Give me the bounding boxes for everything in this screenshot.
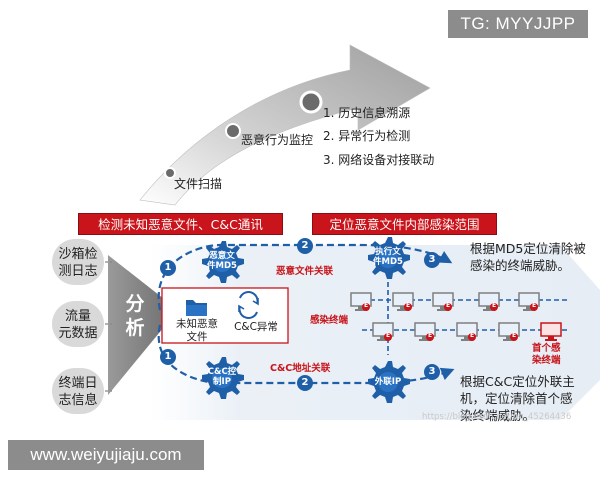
description-md5: 根据MD5定位清除被感染的终端威胁。 [470, 241, 586, 273]
arrow-node-3 [299, 90, 323, 114]
pc-icon: E [392, 292, 414, 318]
analysis-box [161, 287, 289, 344]
unknown-file-label: 未知恶意文件 [176, 318, 218, 343]
step-number-bottom-2: 2 [301, 377, 309, 388]
gear-label-outbound-ip: 外联IP [374, 377, 402, 387]
step-circles [160, 238, 440, 391]
source-endpoint-log: 终端日志信息 [52, 368, 104, 414]
pc-icon: E [478, 292, 500, 318]
infection-marker: E [531, 302, 537, 309]
pc-icon: E [518, 292, 540, 318]
infection-marker: E [363, 302, 369, 309]
analysis-label: 分析 [125, 293, 145, 339]
pc-icon: E [498, 322, 520, 348]
source-sandbox-log: 沙箱检测日志 [52, 239, 104, 285]
arrow-node-2 [225, 123, 241, 139]
gear-label-malicious-md5: 恶意文件MD5 [207, 251, 237, 271]
step-number-bottom-3: 3 [428, 366, 436, 377]
step-number-top-2: 2 [301, 240, 309, 251]
gear-icon-bottom-left [202, 357, 244, 399]
source-traffic-meta-text: 流量元数据 [58, 308, 98, 341]
cc-anomaly-label: C&C异常 [234, 321, 278, 333]
watermark-tag: TG: MYYJJPP [448, 10, 588, 38]
infection-marker: E [445, 302, 451, 309]
banner-detect: 检测未知恶意文件、C&C通讯 [78, 213, 283, 235]
pc-icon-first-infected [540, 322, 562, 348]
step-number-top-3: 3 [428, 254, 436, 265]
banner-locate: 定位恶意文件内部感染范围 [312, 213, 497, 235]
flow-label-cc-address: C&C地址关联 [270, 363, 331, 374]
pc-icon: E [432, 292, 454, 318]
gear-label-exec-md5: 执行文件MD5 [373, 247, 403, 267]
step-file-scan: 文件扫描 [174, 177, 223, 191]
step-behavior-monitor: 恶意行为监控 [241, 133, 314, 147]
watermark-site: www.weiyujiaju.com [8, 440, 204, 470]
infection-marker: E [405, 302, 411, 309]
analysis-arrow [108, 255, 178, 395]
pc-icon: E [350, 292, 372, 318]
infection-marker: E [511, 332, 517, 339]
flow-label-first-infected: 首个感染终端 [532, 343, 561, 366]
gear-icon-top-left [202, 241, 244, 283]
refresh-icon [238, 291, 259, 319]
infection-marker: E [469, 332, 475, 339]
arrow-node-1 [164, 167, 176, 179]
description-cc: 根据C&C定位外联主机，定位清除首个感染终端威胁。 [460, 374, 575, 423]
flow-label-infected-endpoints: 感染终端 [310, 315, 349, 326]
step-number-bottom-1: 1 [164, 351, 172, 362]
infection-marker: E [491, 302, 497, 309]
gear-icon-top-right [368, 237, 410, 279]
source-traffic-meta: 流量元数据 [52, 301, 104, 347]
pc-icon: E [456, 322, 478, 348]
source-endpoint-log-text: 终端日志信息 [58, 375, 98, 408]
growth-arrow [139, 44, 431, 206]
step-network-linkage: 3. 网络设备对接联动 [323, 153, 435, 167]
infection-marker: E [427, 332, 433, 339]
source-sandbox-log-text: 沙箱检测日志 [58, 246, 98, 279]
gear-label-cc-ip: C&C控制IP [207, 367, 237, 387]
flow-label-malicious-file: 恶意文件关联 [276, 266, 334, 277]
folder-icon [186, 300, 207, 316]
step-anomaly-detect: 2. 异常行为检测 [323, 129, 411, 143]
gear-icon-bottom-right [368, 361, 410, 403]
pc-icon: E [414, 322, 436, 348]
faint-url-watermark: https://blog.csdn.net/qq_45264436 [422, 412, 572, 422]
step-number-top-1: 1 [164, 262, 172, 273]
infection-marker: E [385, 332, 391, 339]
step-history-trace: 1. 历史信息溯源 [323, 106, 411, 120]
pc-icon: E [372, 322, 394, 348]
